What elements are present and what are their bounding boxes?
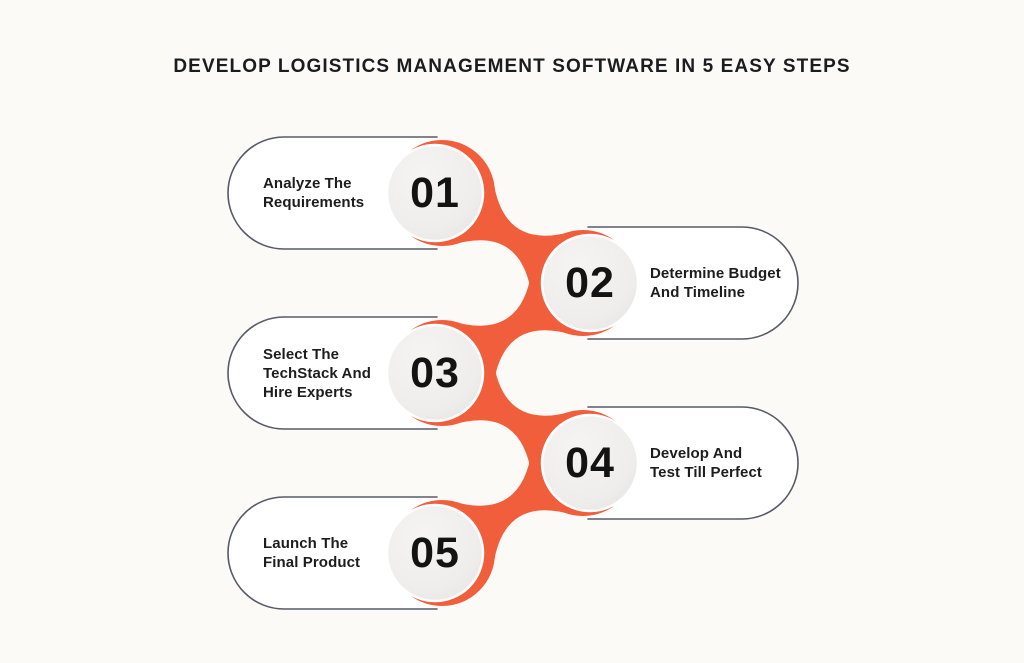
- step-1-number: 01: [410, 168, 460, 217]
- step-5-number: 05: [410, 528, 460, 577]
- step-4-number: 04: [565, 438, 615, 487]
- step-4-label: Develop And Test Till Perfect: [650, 445, 763, 481]
- step-3-number: 03: [410, 348, 460, 397]
- pill-outline-2: [587, 226, 799, 340]
- step-pills: [227, 136, 799, 610]
- pill-outline-5: [227, 496, 438, 610]
- step-3-label: Select The TechStack And Hire Experts: [263, 345, 371, 401]
- pill-outline-3: [227, 316, 438, 430]
- pill-outline-1: [227, 136, 438, 250]
- step-2-number: 02: [565, 258, 615, 307]
- step-circle-1: [385, 143, 485, 243]
- step-circle-2: [540, 233, 640, 333]
- step-2-label: Determine Budget And Timeline: [650, 265, 781, 301]
- pill-outline-4: [587, 406, 799, 520]
- page-title: DEVELOP LOGISTICS MANAGEMENT SOFTWARE IN…: [173, 56, 851, 77]
- step-1-label: Analyze The Requirements: [263, 175, 365, 211]
- step-circle-4: [540, 413, 640, 513]
- step-5-label: Launch The Final Product: [263, 535, 361, 571]
- step-circle-3: [385, 323, 485, 423]
- step-circle-5: [385, 503, 485, 603]
- step-circles: [385, 143, 640, 603]
